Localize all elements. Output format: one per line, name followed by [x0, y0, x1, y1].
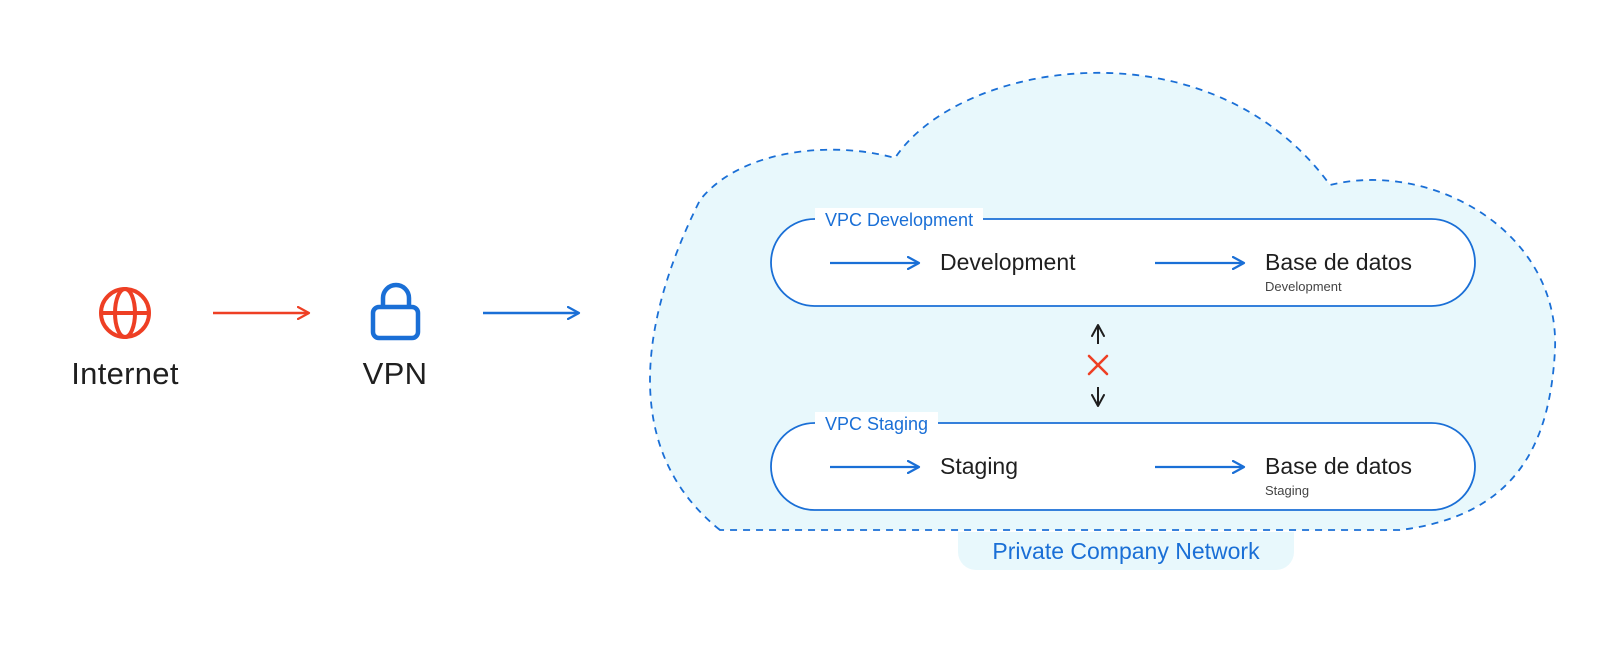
vpc-staging-box — [770, 422, 1476, 511]
development-service-label: Development — [940, 249, 1076, 275]
private-network-label: Private Company Network — [958, 532, 1294, 570]
globe-icon — [99, 287, 151, 339]
staging-database-label: Base de datos — [1265, 453, 1413, 479]
staging-database-env: Staging — [1265, 483, 1310, 498]
vpc-staging-label: VPC Staging — [815, 412, 939, 436]
vpc-development-label: VPC Development — [815, 208, 984, 232]
development-database-label: Base de datos — [1265, 249, 1413, 275]
lock-icon — [370, 282, 421, 341]
vpn-label: VPN — [362, 356, 428, 391]
internet-label: Internet — [71, 356, 179, 391]
development-database-env: Development — [1265, 279, 1342, 294]
blocked-x-icon — [1087, 354, 1109, 376]
vpc-development-box — [770, 218, 1476, 307]
staging-service-label: Staging — [940, 453, 1019, 479]
